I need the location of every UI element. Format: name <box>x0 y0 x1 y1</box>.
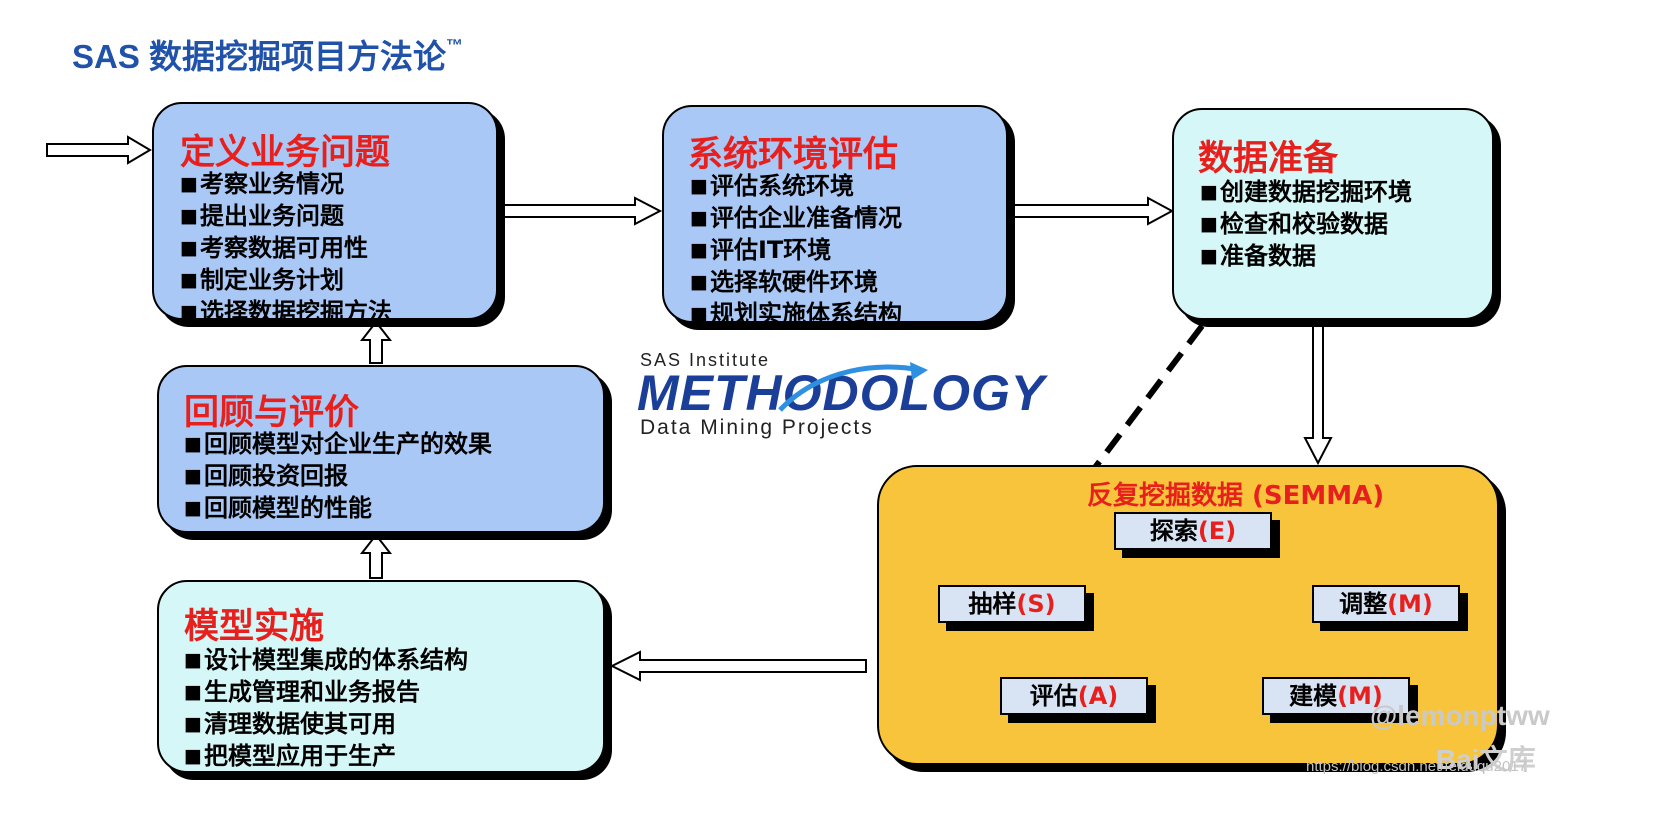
list-item: 规划实施体系结构 <box>690 298 902 330</box>
list-item: 评估企业准备情况 <box>690 202 902 234</box>
entry-arrow <box>46 135 152 165</box>
list-item: 回顾模型的性能 <box>184 492 492 524</box>
semma-node-sample: 抽样(S) <box>938 585 1086 623</box>
watermark-handle: @lemonptww <box>1370 700 1550 731</box>
semma-node-modify: 调整(M) <box>1312 585 1460 623</box>
semma-title: 反复挖掘数据 (SEMMA) <box>1087 481 1385 511</box>
watermark-url: https://blog.csdn.net/feiduqu2017 <box>1306 758 1528 775</box>
list-item: 回顾投资回报 <box>184 460 492 492</box>
list-item: 评估IT环境 <box>690 234 902 266</box>
list-item: 把模型应用于生产 <box>184 740 468 772</box>
define-box-title: 定义业务问题 <box>180 133 391 173</box>
define-box-items: 考察业务情况 提出业务问题 考察数据可用性 制定业务计划 选择数据挖掘方法 <box>180 168 392 328</box>
prep-box-title: 数据准备 <box>1198 139 1339 179</box>
env-box-items: 评估系统环境 评估企业准备情况 评估IT环境 选择软硬件环境 规划实施体系结构 <box>690 170 902 330</box>
deploy-box-items: 设计模型集成的体系结构 生成管理和业务报告 清理数据使其可用 把模型应用于生产 <box>184 644 468 772</box>
list-item: 评估系统环境 <box>690 170 902 202</box>
logo-institute-text: SAS Institute <box>640 350 771 370</box>
logo-swoosh-icon <box>778 362 928 412</box>
arrow-deploy-to-review <box>359 533 393 579</box>
review-box-items: 回顾模型对企业生产的效果 回顾投资回报 回顾模型的性能 <box>184 428 492 524</box>
page-title: SAS 数据挖掘项目方法论™ <box>72 36 464 75</box>
arrow-review-to-define <box>359 320 393 364</box>
arrow-semma-to-deploy <box>609 650 867 682</box>
list-item: 检查和校验数据 <box>1200 208 1412 240</box>
deploy-box-title: 模型实施 <box>184 607 325 647</box>
list-item: 考察数据可用性 <box>180 232 392 264</box>
prep-box-items: 创建数据挖掘环境 检查和校验数据 准备数据 <box>1200 176 1412 272</box>
list-item: 设计模型集成的体系结构 <box>184 644 468 676</box>
arrow-prep-to-semma <box>1303 321 1333 466</box>
watermark-brand: Bai文库 <box>1436 744 1536 775</box>
review-box-title: 回顾与评价 <box>184 393 360 433</box>
list-item: 提出业务问题 <box>180 200 392 232</box>
env-box-title: 系统环境评估 <box>688 135 899 175</box>
semma-node-assess: 评估(A) <box>1000 677 1148 715</box>
list-item: 考察业务情况 <box>180 168 392 200</box>
list-item: 准备数据 <box>1200 240 1412 272</box>
semma-node-model: 建模(M) <box>1262 677 1410 715</box>
list-item: 创建数据挖掘环境 <box>1200 176 1412 208</box>
list-item: 选择软硬件环境 <box>690 266 902 298</box>
arrow-define-to-env <box>499 196 663 226</box>
list-item: 制定业务计划 <box>180 264 392 296</box>
list-item: 选择数据挖掘方法 <box>180 296 392 328</box>
list-item: 回顾模型对企业生产的效果 <box>184 428 492 460</box>
list-item: 清理数据使其可用 <box>184 708 468 740</box>
semma-node-explore: 探索(E) <box>1114 512 1272 550</box>
logo-subtitle-text: Data Mining Projects <box>640 416 874 439</box>
list-item: 生成管理和业务报告 <box>184 676 468 708</box>
arrow-env-to-prep <box>1009 196 1175 226</box>
